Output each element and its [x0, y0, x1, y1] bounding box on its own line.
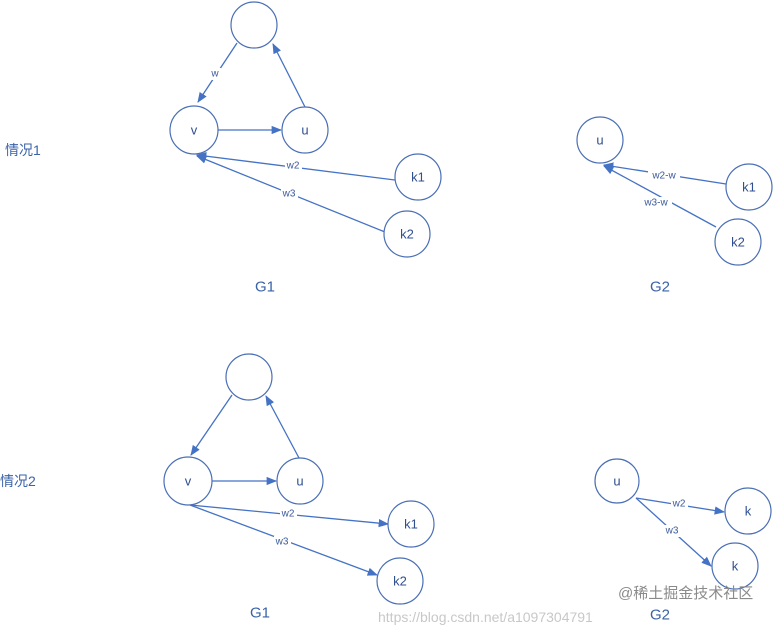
node-k2-label: k2 [731, 235, 745, 250]
case2-label: 情况2 [0, 473, 36, 489]
node-k2 [383, 210, 431, 258]
caption-g2: G2 [650, 279, 670, 296]
node-v-label: v [191, 123, 198, 138]
node-k2-label: k [732, 559, 739, 574]
caption-g1: G1 [255, 279, 275, 296]
node-v [169, 105, 219, 155]
node-u-label: u [596, 133, 603, 148]
node-k2 [714, 218, 762, 266]
edge-label-w3-w: w3-w [643, 198, 668, 209]
node-k1-label: k1 [411, 170, 425, 185]
node-k1 [387, 500, 435, 548]
watermark-brand: @稀土掘金技术社区 [618, 585, 753, 602]
node-k2-label: k2 [393, 574, 407, 589]
node-top [230, 1, 278, 49]
edge-label-w: w [210, 69, 219, 80]
case2-g2: u k k w2 w3 [594, 458, 772, 590]
edge-label-w2-w: w2-w [651, 171, 676, 182]
case2-g1: v u k1 k2 w2 w3 G1 [163, 353, 435, 622]
edge-label-w2: w2 [672, 499, 686, 510]
case1-label: 情况1 [5, 142, 41, 158]
edge-label-w2: w2 [281, 509, 295, 520]
node-u-label: u [296, 474, 303, 489]
node-k1 [725, 163, 773, 211]
node-k1-label: k [745, 504, 752, 519]
edge-label-w3: w3 [665, 526, 679, 537]
node-u [594, 458, 640, 504]
watermark-url: https://blog.csdn.net/a1097304791 [378, 609, 593, 625]
case1-g2: u k1 k2 w2-w w3-w G2 [576, 116, 773, 296]
node-v [163, 456, 213, 506]
node-k1-label: k1 [404, 517, 418, 532]
edge-label-w3: w3 [282, 189, 296, 200]
node-k2 [376, 557, 424, 605]
case1-g1: v u k1 k2 w w2 w3 G1 [169, 1, 442, 296]
node-k2-label: k2 [400, 227, 414, 242]
edge-label-w2: w2 [286, 161, 300, 172]
node-u-label: u [301, 123, 308, 138]
node-k1 [724, 487, 772, 535]
node-u [281, 106, 329, 154]
node-top [225, 353, 273, 401]
node-k1-label: k1 [742, 180, 756, 195]
caption-g1: G1 [250, 605, 270, 622]
caption-g2: G2 [650, 607, 670, 624]
node-k1 [394, 153, 442, 201]
node-u-label: u [613, 474, 620, 489]
edge-label-w3: w3 [275, 537, 289, 548]
node-v-label: v [185, 474, 192, 489]
node-k2 [711, 542, 759, 590]
edge-u-top [265, 395, 300, 459]
edge-top-v [190, 394, 233, 456]
node-u [576, 116, 624, 164]
node-u [276, 457, 324, 505]
edge-k2-u [603, 165, 717, 228]
edge-u-top [272, 43, 306, 108]
